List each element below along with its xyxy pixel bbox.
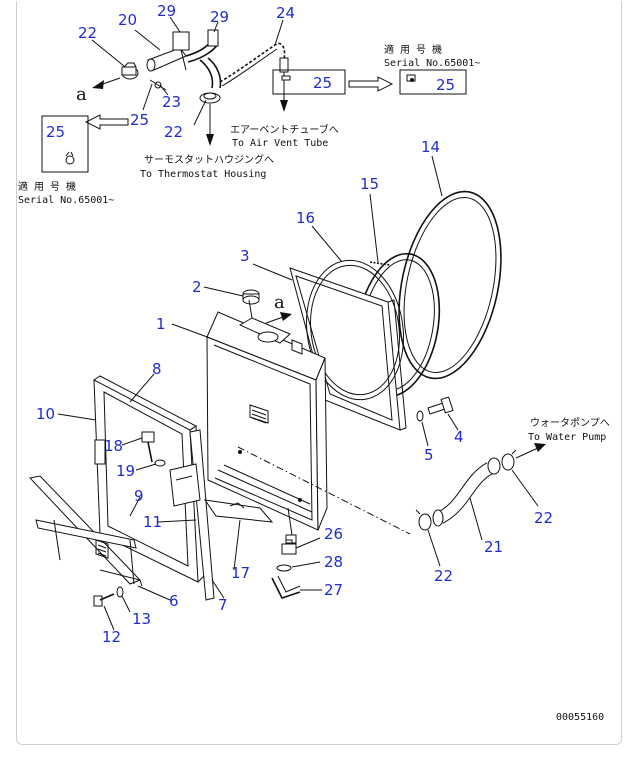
ref-letter-a-mid: a: [274, 292, 285, 313]
callout-22-upper-left: 22: [78, 24, 97, 42]
center-leader-lines: [171, 155, 443, 339]
callout-25-right: 25: [436, 76, 455, 94]
lower-hose-21: [432, 457, 501, 527]
callout-29-left: 29: [157, 2, 176, 20]
thermostat-label-en: To Thermostat Housing: [140, 169, 266, 180]
washer-13: [116, 586, 124, 598]
callout-17: 17: [231, 564, 250, 582]
hose-clamp-22-upper: [121, 62, 139, 80]
air-vent-label-jp: エアーベントチューブへ: [230, 123, 339, 136]
hose-clamp-22-lower-right: [501, 449, 517, 471]
bracket-17: [203, 499, 274, 523]
serial-note-right: Serial No.65001~: [384, 58, 480, 69]
callout-4: 4: [454, 428, 464, 446]
callout-8: 8: [152, 360, 162, 378]
air-vent-label-en: To Air Vent Tube: [232, 138, 328, 149]
callout-16: 16: [296, 209, 315, 227]
callout-22-lower-right: 22: [534, 509, 553, 527]
drawing-number: 00055160: [556, 712, 604, 723]
callout-7: 7: [218, 596, 228, 614]
callout-1: 1: [156, 315, 166, 333]
callout-11: 11: [143, 513, 162, 531]
radiator-core-1: [206, 311, 328, 544]
bolt-12: [93, 593, 115, 607]
callout-19: 19: [116, 462, 135, 480]
top-leader-lines: [91, 16, 284, 126]
bracket-11: [169, 463, 201, 507]
callout-2: 2: [192, 278, 202, 296]
elbow-23: [199, 59, 214, 89]
callout-28: 28: [324, 553, 343, 571]
air-vent-arrowhead: [280, 100, 288, 112]
clamp-29-right: [207, 29, 219, 47]
left-leader-lines: [57, 373, 241, 631]
callout-21: 21: [484, 538, 503, 556]
detail-box-25-right: [399, 69, 467, 95]
spring-hose-24: [219, 42, 286, 83]
detail-box-25-center: [272, 69, 346, 95]
ref-letter-a-top: a: [76, 84, 87, 105]
serial-note-left: Serial No.65001~: [18, 195, 114, 206]
callout-18: 18: [104, 437, 123, 455]
callout-labels: 22 20 29 29 24 25 25 23 25 22 25 14 15 1…: [36, 2, 553, 646]
washer-5: [416, 410, 424, 422]
callout-3: 3: [240, 247, 250, 265]
outlet-centerline: [237, 446, 411, 535]
seal-ring-14: [398, 190, 502, 380]
callout-27: 27: [324, 581, 343, 599]
thermostat-arrowhead: [206, 134, 214, 146]
side-frame-8-10: [93, 375, 205, 583]
callout-29-right: 29: [210, 8, 229, 26]
water-pump-label-en: To Water Pump: [528, 432, 606, 443]
callout-6: 6: [169, 592, 179, 610]
upper-hose-assembly: [92, 29, 289, 146]
callout-15: 15: [360, 175, 379, 193]
drain-hose-27: [271, 575, 301, 599]
hose-clamp-22-thermostat: [199, 92, 221, 104]
callout-24: 24: [276, 4, 295, 22]
callout-20: 20: [118, 11, 137, 29]
callout-9: 9: [134, 487, 144, 505]
serial-label-jp-right: 適 用 号 機: [384, 43, 442, 56]
callout-14: 14: [421, 138, 440, 156]
serial-label-jp-left: 適 用 号 機: [18, 180, 76, 193]
callout-10: 10: [36, 405, 55, 423]
callout-22-thermostat: 22: [164, 123, 183, 141]
hollow-arrow-right: [348, 76, 394, 92]
callout-25-middle: 25: [130, 111, 149, 129]
guard-6: [29, 475, 143, 587]
callout-5: 5: [424, 446, 434, 464]
ref-a-arrowhead: [92, 80, 104, 89]
drain-valve-26: [281, 539, 297, 555]
callout-26: 26: [324, 525, 343, 543]
water-pump-label-jp: ウォータポンプへ: [530, 417, 610, 429]
callout-25-left-box: 25: [46, 123, 65, 141]
callout-12: 12: [102, 628, 121, 646]
drawing-notes: a a 適 用 号 機 Serial No.65001~ 適 用 号 機 Ser…: [18, 43, 610, 723]
washer-19: [154, 459, 166, 467]
water-pump-arrowhead: [534, 443, 546, 452]
callout-13: 13: [132, 610, 151, 628]
bolt-4: [427, 396, 454, 415]
bolt-18: [141, 431, 155, 463]
detail-box-25-left: [41, 115, 89, 173]
callout-25-center: 25: [313, 74, 332, 92]
clamp-29-left: [172, 31, 190, 51]
callout-22-lower-left: 22: [434, 567, 453, 585]
hose-clamp-22-lower-left: [415, 509, 432, 531]
ref-a-mid-arrowhead: [280, 312, 292, 321]
water-pump-arrow-line: [515, 447, 539, 459]
thermostat-label-jp: サーモスタットハウジングへ: [144, 153, 274, 166]
o-ring-28: [276, 564, 292, 572]
radiator-cap-2: [242, 289, 260, 319]
hollow-arrow-left: [84, 114, 129, 130]
callout-23: 23: [162, 93, 181, 111]
